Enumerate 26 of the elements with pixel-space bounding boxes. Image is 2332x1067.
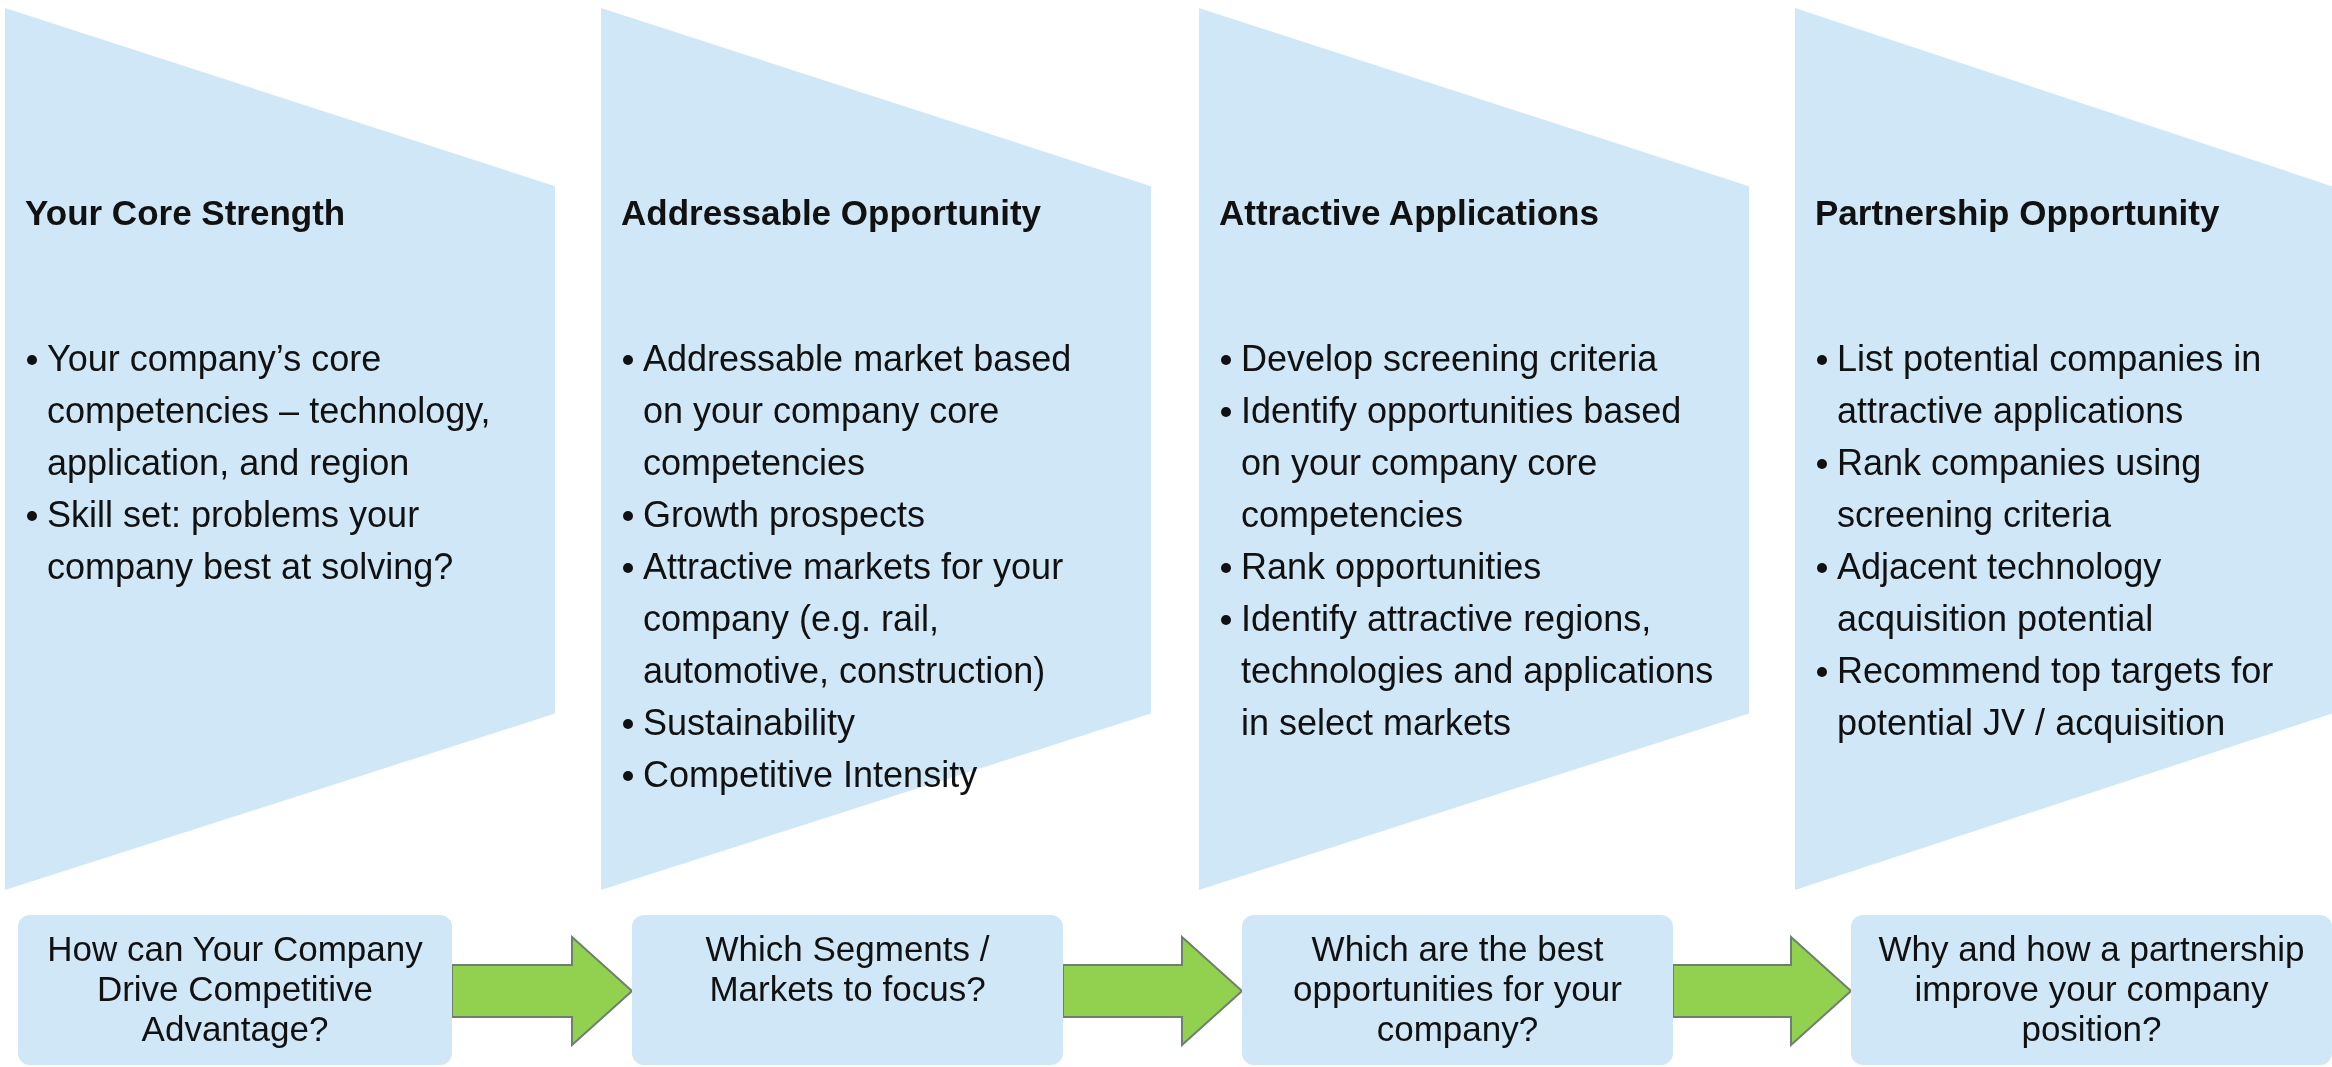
bullet-text: Sustainability — [643, 701, 857, 745]
bullet-text: List potential companies in attractive applications — [1837, 337, 2263, 433]
bullet-text: Develop screening criteria — [1241, 337, 1659, 381]
bullet-text: Rank companies using screening criteria — [1837, 441, 2203, 537]
bullet-text: Skill set: problems your company best at solving? — [47, 493, 455, 589]
bullet-text: Rank opportunities — [1241, 545, 1543, 589]
panel-heading: Partnership Opportunity — [1815, 193, 2220, 233]
question-box: How can Your Company Drive Competitive Advantage? — [18, 915, 452, 1065]
bullet-text: Growth prospects — [643, 493, 927, 537]
question-box: Why and how a partnership improve your company position? — [1851, 915, 2332, 1065]
question-box: Which Segments / Markets to focus? — [632, 915, 1063, 1065]
panel-heading: Attractive Applications — [1219, 193, 1599, 233]
panel-heading: Your Core Strength — [25, 193, 346, 233]
bullet-text: Addressable market based on your company core competencies — [643, 337, 1073, 485]
bullet-text: Adjacent technology acquisition potential — [1837, 545, 2163, 641]
bullet-text: Recommend top targets for potential JV / acquisition — [1837, 649, 2275, 745]
block-arrow — [451, 934, 634, 1048]
bullet-text: Competitive Intensity — [643, 753, 979, 797]
panel-heading: Addressable Opportunity — [621, 193, 1042, 233]
block-arrow — [1672, 934, 1853, 1048]
bullet-text: Attractive markets for your company (e.g. rail, automotive, construction) — [643, 545, 1065, 693]
bullet-text: Identify opportunities based on your company core competencies — [1241, 389, 1683, 537]
bullet-text: Identify attractive regions, technologies and applications in select markets — [1241, 597, 1715, 745]
question-box: Which are the best opportunities for your company? — [1242, 915, 1673, 1065]
bullet-text: Your company’s core competencies – technology, application, and region — [47, 337, 492, 485]
block-arrow — [1062, 934, 1244, 1048]
